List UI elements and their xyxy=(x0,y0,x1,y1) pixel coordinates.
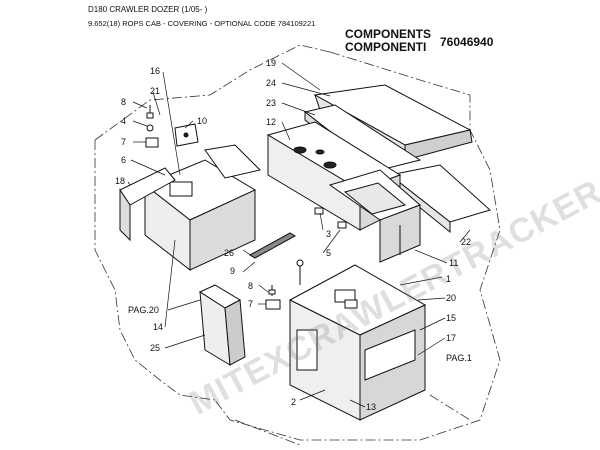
drawing-title: D180 CRAWLER DOZER (1/05- ) xyxy=(88,5,208,14)
callout-pag20: PAG.20 xyxy=(128,305,159,315)
callout-7b: 7 xyxy=(248,299,253,309)
drawing-subtitle: 9.652(18) ROPS CAB - COVERING - OPTIONAL… xyxy=(88,19,316,28)
part-16-left-console xyxy=(144,144,261,272)
part-25-lower-panel xyxy=(198,284,246,366)
callout-4: 4 xyxy=(121,116,126,126)
callout-7: 7 xyxy=(121,137,126,147)
callout-10: 10 xyxy=(197,116,207,126)
callout-21: 21 xyxy=(150,86,160,96)
callout-9: 9 xyxy=(230,266,235,276)
part-12-console-frame xyxy=(266,121,421,263)
part-26-rail xyxy=(248,232,297,259)
callout-25: 25 xyxy=(150,343,160,353)
part-15-lower-console xyxy=(288,264,427,421)
callout-3: 3 xyxy=(326,229,331,239)
callout-11: 11 xyxy=(449,258,458,268)
callout-14: 14 xyxy=(153,322,163,332)
leader-lines xyxy=(127,62,471,408)
callout-23: 23 xyxy=(266,98,276,108)
callout-20: 20 xyxy=(446,293,456,303)
callout-15: 15 xyxy=(446,313,456,323)
callout-pag1: PAG.1 xyxy=(446,353,472,363)
callout-labels: 16 21 8 4 10 7 6 18 19 24 23 12 3 5 26 9… xyxy=(115,58,472,412)
callout-8a: 8 xyxy=(121,97,126,107)
callout-22: 22 xyxy=(461,237,471,247)
part-10-bracket xyxy=(174,123,199,147)
callout-13: 13 xyxy=(366,402,376,412)
phantom-cab-outline xyxy=(94,44,501,446)
callout-5: 5 xyxy=(326,248,331,258)
small-fasteners-middle xyxy=(265,285,281,310)
callout-8b: 8 xyxy=(248,281,253,291)
components-label-en: COMPONENTS xyxy=(345,27,432,41)
callout-2: 2 xyxy=(291,397,296,407)
callout-1: 1 xyxy=(446,274,451,284)
callout-26: 26 xyxy=(224,248,234,258)
callout-17: 17 xyxy=(446,333,456,343)
callout-6: 6 xyxy=(121,155,126,165)
drawing-code: 76046940 xyxy=(440,35,494,49)
small-fasteners-upper xyxy=(145,105,159,148)
part-18-side-cover xyxy=(119,167,176,242)
callout-18: 18 xyxy=(115,176,125,186)
callout-12: 12 xyxy=(266,117,276,127)
components-label-it: COMPONENTI xyxy=(345,40,427,54)
callout-24: 24 xyxy=(266,78,276,88)
callout-19: 19 xyxy=(266,58,276,68)
small-fasteners-console xyxy=(296,207,347,285)
callout-16: 16 xyxy=(150,66,160,76)
